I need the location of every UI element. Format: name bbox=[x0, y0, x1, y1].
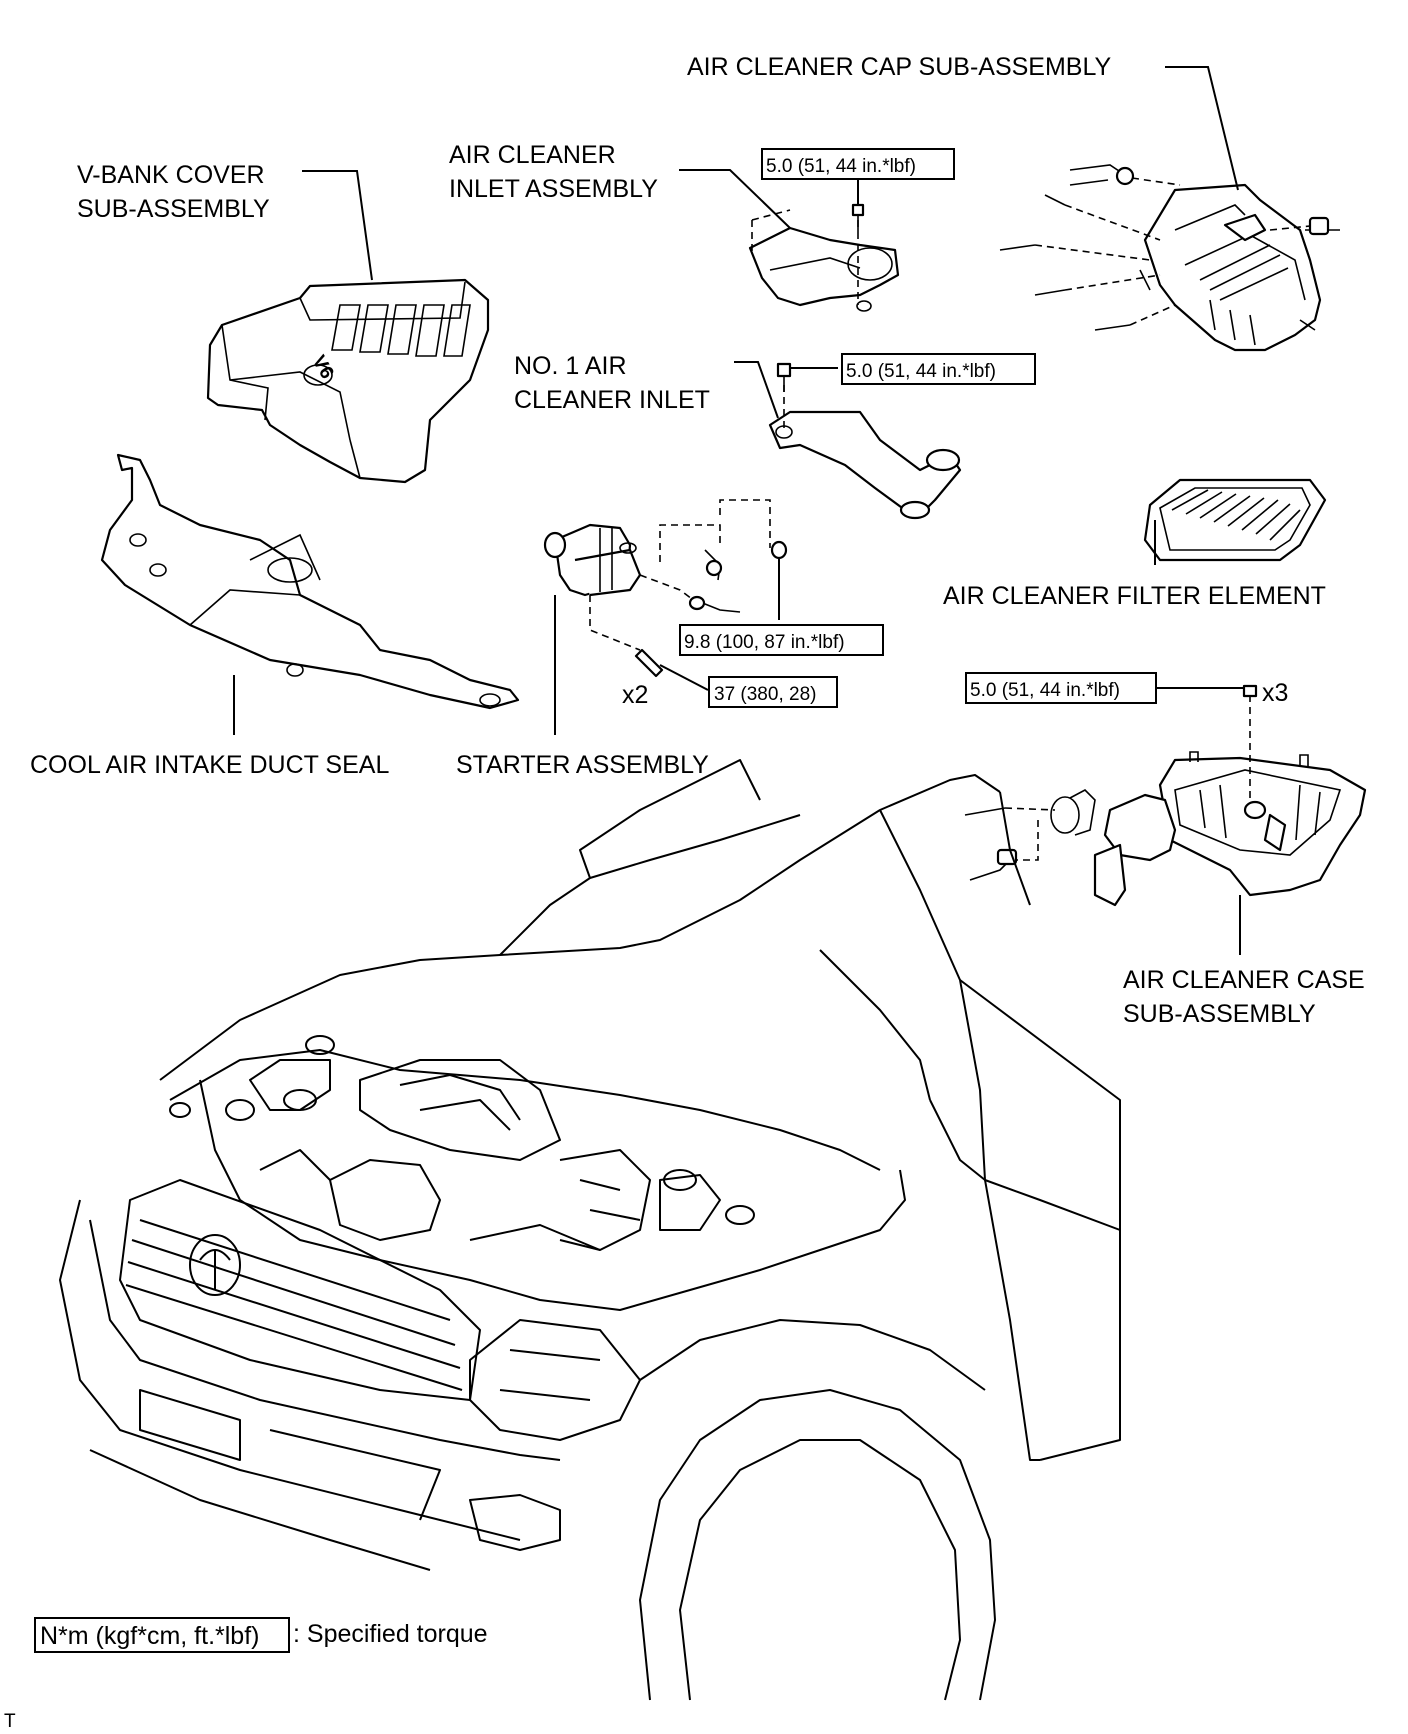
label-v-bank-cover-line2: SUB-ASSEMBLY bbox=[77, 195, 270, 223]
label-air-cleaner-cap: AIR CLEANER CAP SUB-ASSEMBLY bbox=[687, 53, 1112, 81]
torque-box-case bbox=[965, 672, 1157, 704]
torque-box-starter-bolt bbox=[708, 676, 838, 708]
qty-case-bolt: x3 bbox=[1262, 679, 1288, 707]
air-cleaner-inlet-assembly-part bbox=[748, 203, 900, 312]
vehicle-front-outline bbox=[59, 759, 1121, 1701]
legend-description: : Specified torque bbox=[293, 1620, 488, 1648]
label-inlet-assembly-line2: INLET ASSEMBLY bbox=[449, 175, 658, 203]
torque-box-inlet-assembly bbox=[761, 148, 955, 180]
torque-inlet-assembly: 5.0 (51, 44 in.*lbf) bbox=[766, 156, 916, 177]
duct-seal-part bbox=[100, 453, 520, 710]
no1-air-cleaner-inlet-part bbox=[768, 362, 962, 520]
torque-box-starter-terminal bbox=[679, 624, 884, 656]
legend-unit: N*m (kgf*cm, ft.*lbf) bbox=[40, 1622, 259, 1650]
label-starter-assembly: STARTER ASSEMBLY bbox=[456, 751, 709, 779]
air-cleaner-case-part bbox=[964, 684, 1367, 907]
label-v-bank-cover-line1: V-BANK COVER bbox=[77, 161, 265, 189]
torque-case: 5.0 (51, 44 in.*lbf) bbox=[970, 680, 1120, 701]
label-no1-inlet-line2: CLEANER INLET bbox=[514, 386, 710, 414]
label-inlet-assembly-line1: AIR CLEANER bbox=[449, 141, 616, 169]
label-case-line2: SUB-ASSEMBLY bbox=[1123, 1000, 1316, 1028]
torque-starter-bolt: 37 (380, 28) bbox=[714, 684, 816, 705]
v-bank-cover-part bbox=[206, 278, 490, 484]
torque-box-no1-inlet bbox=[841, 353, 1036, 385]
label-filter-element: AIR CLEANER FILTER ELEMENT bbox=[943, 582, 1326, 610]
torque-no1-inlet: 5.0 (51, 44 in.*lbf) bbox=[846, 361, 996, 382]
legend-torque-box bbox=[34, 1617, 290, 1653]
label-duct-seal: COOL AIR INTAKE DUCT SEAL bbox=[30, 751, 389, 779]
starter-assembly-part bbox=[543, 499, 788, 678]
label-case-line1: AIR CLEANER CASE bbox=[1123, 966, 1365, 994]
torque-starter-terminal: 9.8 (100, 87 in.*lbf) bbox=[684, 632, 845, 653]
footer-mark: T bbox=[4, 1711, 16, 1732]
leader-lines bbox=[233, 66, 1244, 955]
air-cleaner-filter-part bbox=[1143, 478, 1327, 562]
air-cleaner-cap-part bbox=[999, 164, 1340, 352]
label-no1-inlet-line1: NO. 1 AIR bbox=[514, 352, 627, 380]
qty-starter-bolt: x2 bbox=[622, 681, 648, 709]
